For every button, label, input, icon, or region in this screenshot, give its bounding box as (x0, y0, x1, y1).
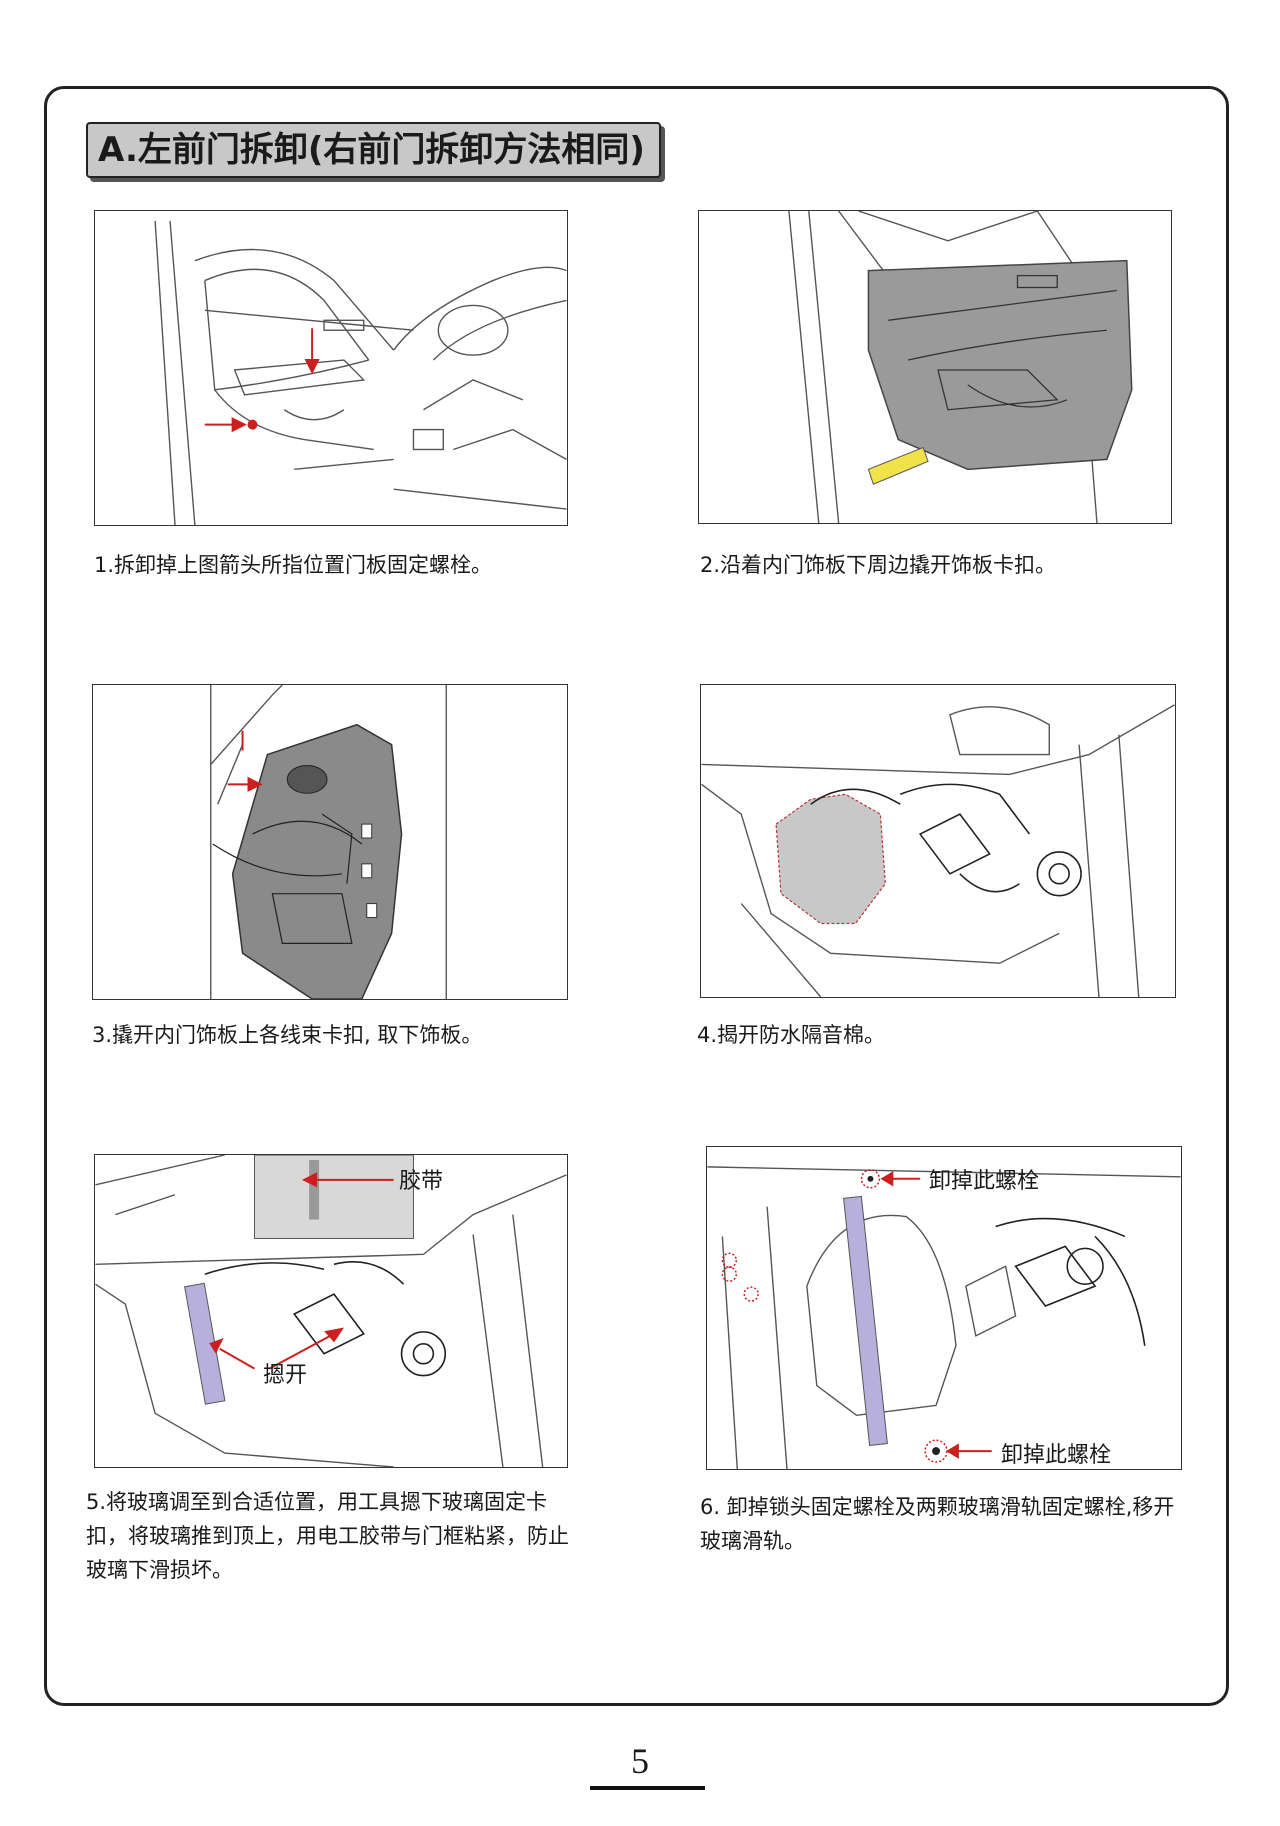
figure-step-1 (94, 210, 568, 526)
door-panel-illustration (788, 211, 1133, 523)
figure-step-4 (700, 684, 1176, 998)
figure-step-2 (698, 210, 1172, 524)
soundproof-removal-illustration (701, 704, 1175, 997)
remove-bolt-top-callout: 卸掉此螺栓 (929, 1169, 1040, 1194)
tape-callout: 胶带 (399, 1169, 444, 1194)
figure-step-6: 卸掉此螺栓 卸掉此螺栓 (706, 1146, 1182, 1470)
step-6-caption: 6. 卸掉锁头固定螺栓及两颗玻璃滑轨固定螺栓,移开玻璃滑轨。 (700, 1495, 1175, 1553)
press-callout: 摁开 (263, 1363, 308, 1388)
tape-strip (309, 1159, 320, 1220)
step-4-caption: 4.揭开防水隔音棉。 (697, 1023, 886, 1047)
remove-bolt-bottom-callout: 卸掉此螺栓 (1001, 1443, 1112, 1468)
step-2-caption: 2.沿着内门饰板下周边撬开饰板卡扣。 (700, 553, 1057, 577)
step-1-caption: 1.拆卸掉上图箭头所指位置门板固定螺栓。 (94, 553, 493, 577)
page-number-underline (590, 1786, 705, 1790)
figure-step-3 (92, 684, 568, 1000)
figure-step-5: 胶带 摁开 (94, 1154, 568, 1468)
page-number: 5 (631, 1741, 649, 1781)
step-3-caption: 3.撬开内门饰板上各线束卡扣, 取下饰板。 (92, 1023, 483, 1047)
trim-panel-removal-illustration (210, 685, 447, 999)
section-title: A.左前门拆卸(右前门拆卸方法相同) (86, 122, 661, 178)
step-5-caption: 5.将玻璃调至到合适位置，用工具摁下玻璃固定卡扣，将玻璃推到顶上，用电工胶带与门… (86, 1490, 569, 1582)
door-open-illustration (154, 220, 567, 525)
page-frame (44, 86, 1229, 1706)
glass-clip-illustration (95, 1155, 567, 1467)
glass-rail-bolts-illustration (707, 1166, 1181, 1469)
